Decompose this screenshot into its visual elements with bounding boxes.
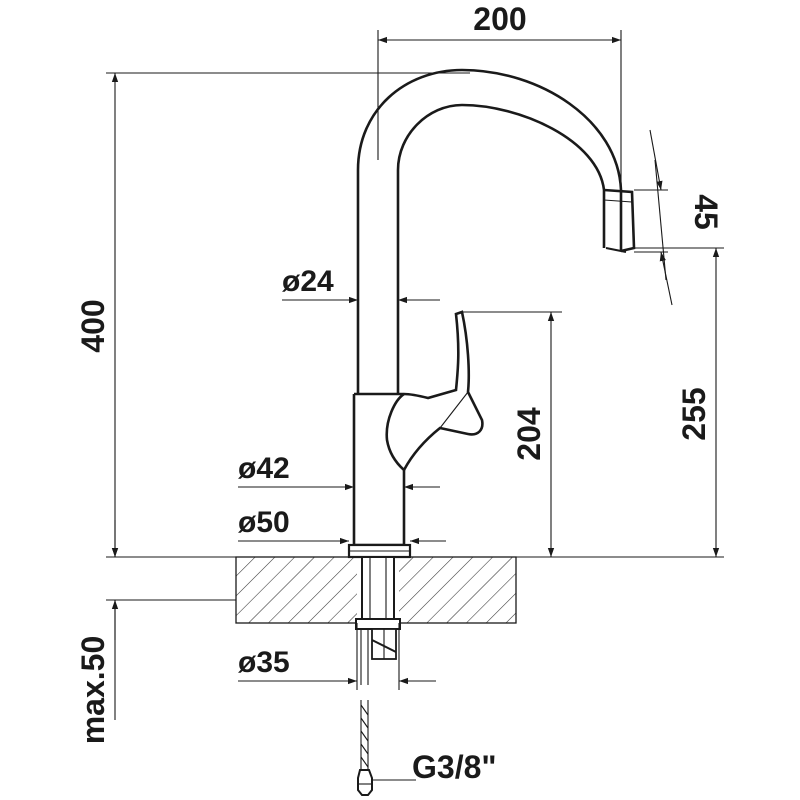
- dimension-labels: 200 400 45 255 204 ø24 ø42 ø50 ø35 max.5…: [75, 1, 724, 785]
- label-spout-diameter: ø24: [282, 265, 334, 298]
- supply-hose: [357, 630, 373, 796]
- label-body-diameter: ø42: [238, 452, 290, 485]
- extension-lines: [106, 30, 724, 313]
- hose-fitting: [357, 769, 373, 796]
- faucet: [347, 68, 636, 796]
- dimension-lines: [111, 36, 720, 781]
- label-height-total: 400: [75, 299, 111, 352]
- label-outlet-height: 255: [676, 387, 712, 440]
- label-width: 200: [473, 1, 526, 37]
- label-outlet: 45: [688, 194, 724, 230]
- label-hole-diameter: ø35: [238, 646, 290, 679]
- label-base-diameter: ø50: [238, 506, 290, 539]
- label-connection: G3/8": [412, 749, 497, 785]
- label-max-thickness: max.50: [75, 636, 111, 745]
- spout-inner: [396, 103, 606, 394]
- countertop-section: [106, 556, 724, 624]
- spout-outer: [356, 68, 623, 394]
- faucet-body: [352, 392, 406, 547]
- spout-tip: [603, 188, 636, 253]
- label-lever-height: 204: [511, 407, 547, 461]
- mounting-shank: [355, 556, 401, 660]
- lever-handle: [402, 310, 484, 471]
